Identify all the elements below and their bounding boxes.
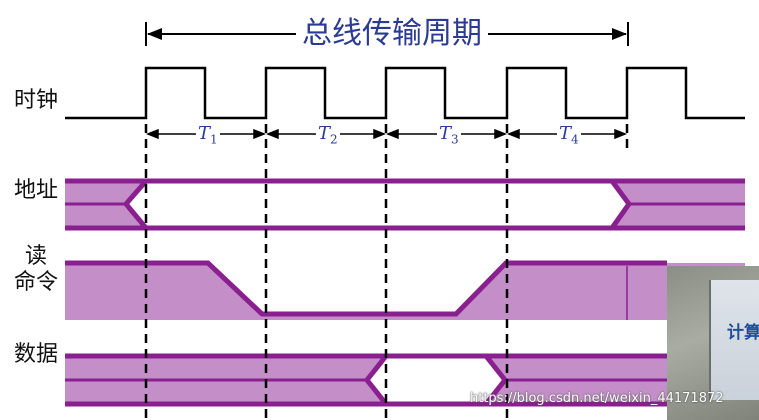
period-label-t2: T2 (316, 124, 340, 150)
data-label: 数据 (14, 342, 59, 367)
data-bus (65, 353, 745, 407)
photo-panel (709, 280, 759, 400)
bus-cycle-arrow-left-head (147, 28, 162, 40)
period-label-t3: T3 (437, 124, 461, 150)
clock-label: 时钟 (14, 88, 59, 113)
read-label-line1: 读 (25, 244, 48, 269)
camera-photo-inset: 计算 (667, 266, 759, 420)
read-label-line2: 命令 (14, 270, 59, 295)
read-command-signal (65, 260, 745, 320)
period-label-t1: T1 (196, 124, 220, 150)
address-label: 地址 (14, 178, 59, 203)
photo-panel-text: 计算 (727, 323, 759, 343)
clock-waveform (65, 66, 745, 120)
bus-cycle-arrow-right-head (612, 28, 627, 40)
bus-cycle-title: 总线传输周期 (296, 16, 488, 52)
period-label-t4: T4 (557, 124, 581, 150)
dashed-guide-lines (144, 124, 629, 420)
watermark: https://blog.csdn.net/weixin_44171872 (470, 391, 724, 406)
address-bus (65, 178, 745, 231)
